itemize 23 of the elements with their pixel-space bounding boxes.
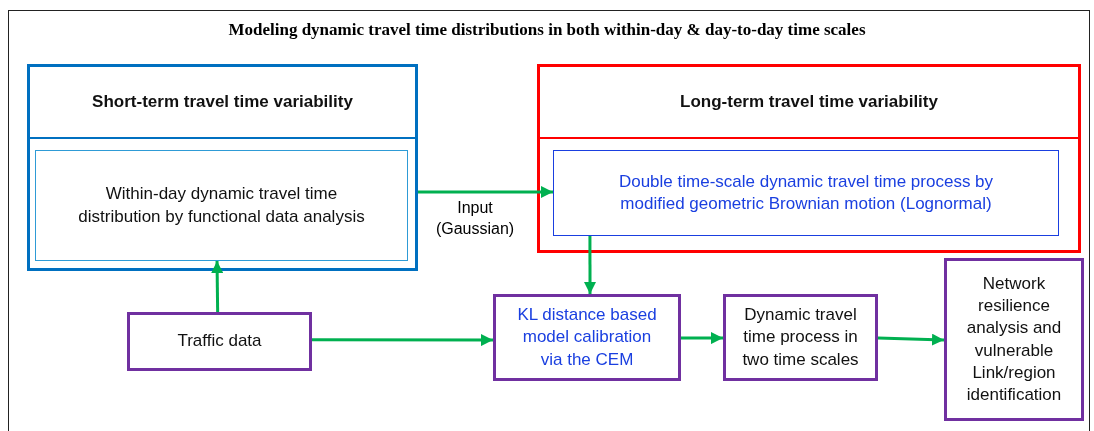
box-text: Dynamic travel time process in two time scales: [741, 304, 860, 371]
panel-heading: Long-term travel time variability: [540, 67, 1078, 139]
process-box: [493, 294, 681, 381]
group-panel: [27, 64, 418, 271]
arrow: [681, 332, 723, 345]
process-box: [723, 294, 878, 381]
arrow: [877, 333, 945, 346]
box-text: Network resilience analysis and vulnerable Link/region identification: [965, 273, 1063, 406]
arrow: [418, 185, 553, 198]
arrow: [584, 236, 596, 294]
process-box: [944, 258, 1084, 421]
arrow: [312, 334, 493, 347]
process-box: [553, 150, 1059, 236]
group-panel: [537, 64, 1081, 253]
process-box: [127, 312, 312, 371]
panel-heading: Short-term travel time variability: [30, 67, 415, 139]
box-text: KL distance based model calibration via the CEM: [516, 304, 658, 371]
arrow: [211, 260, 224, 312]
box-text: Within-day dynamic travel time distribution by functional data analysis: [77, 183, 366, 228]
box-text: Double time-scale dynamic travel time process by modified geometric Brownian motion (Lognormal): [617, 170, 995, 215]
diagram-title: Modeling dynamic travel time distributions in both within-day & day-to-day time scales: [227, 20, 867, 40]
process-box: [35, 150, 408, 261]
box-text: Traffic data: [177, 330, 262, 353]
